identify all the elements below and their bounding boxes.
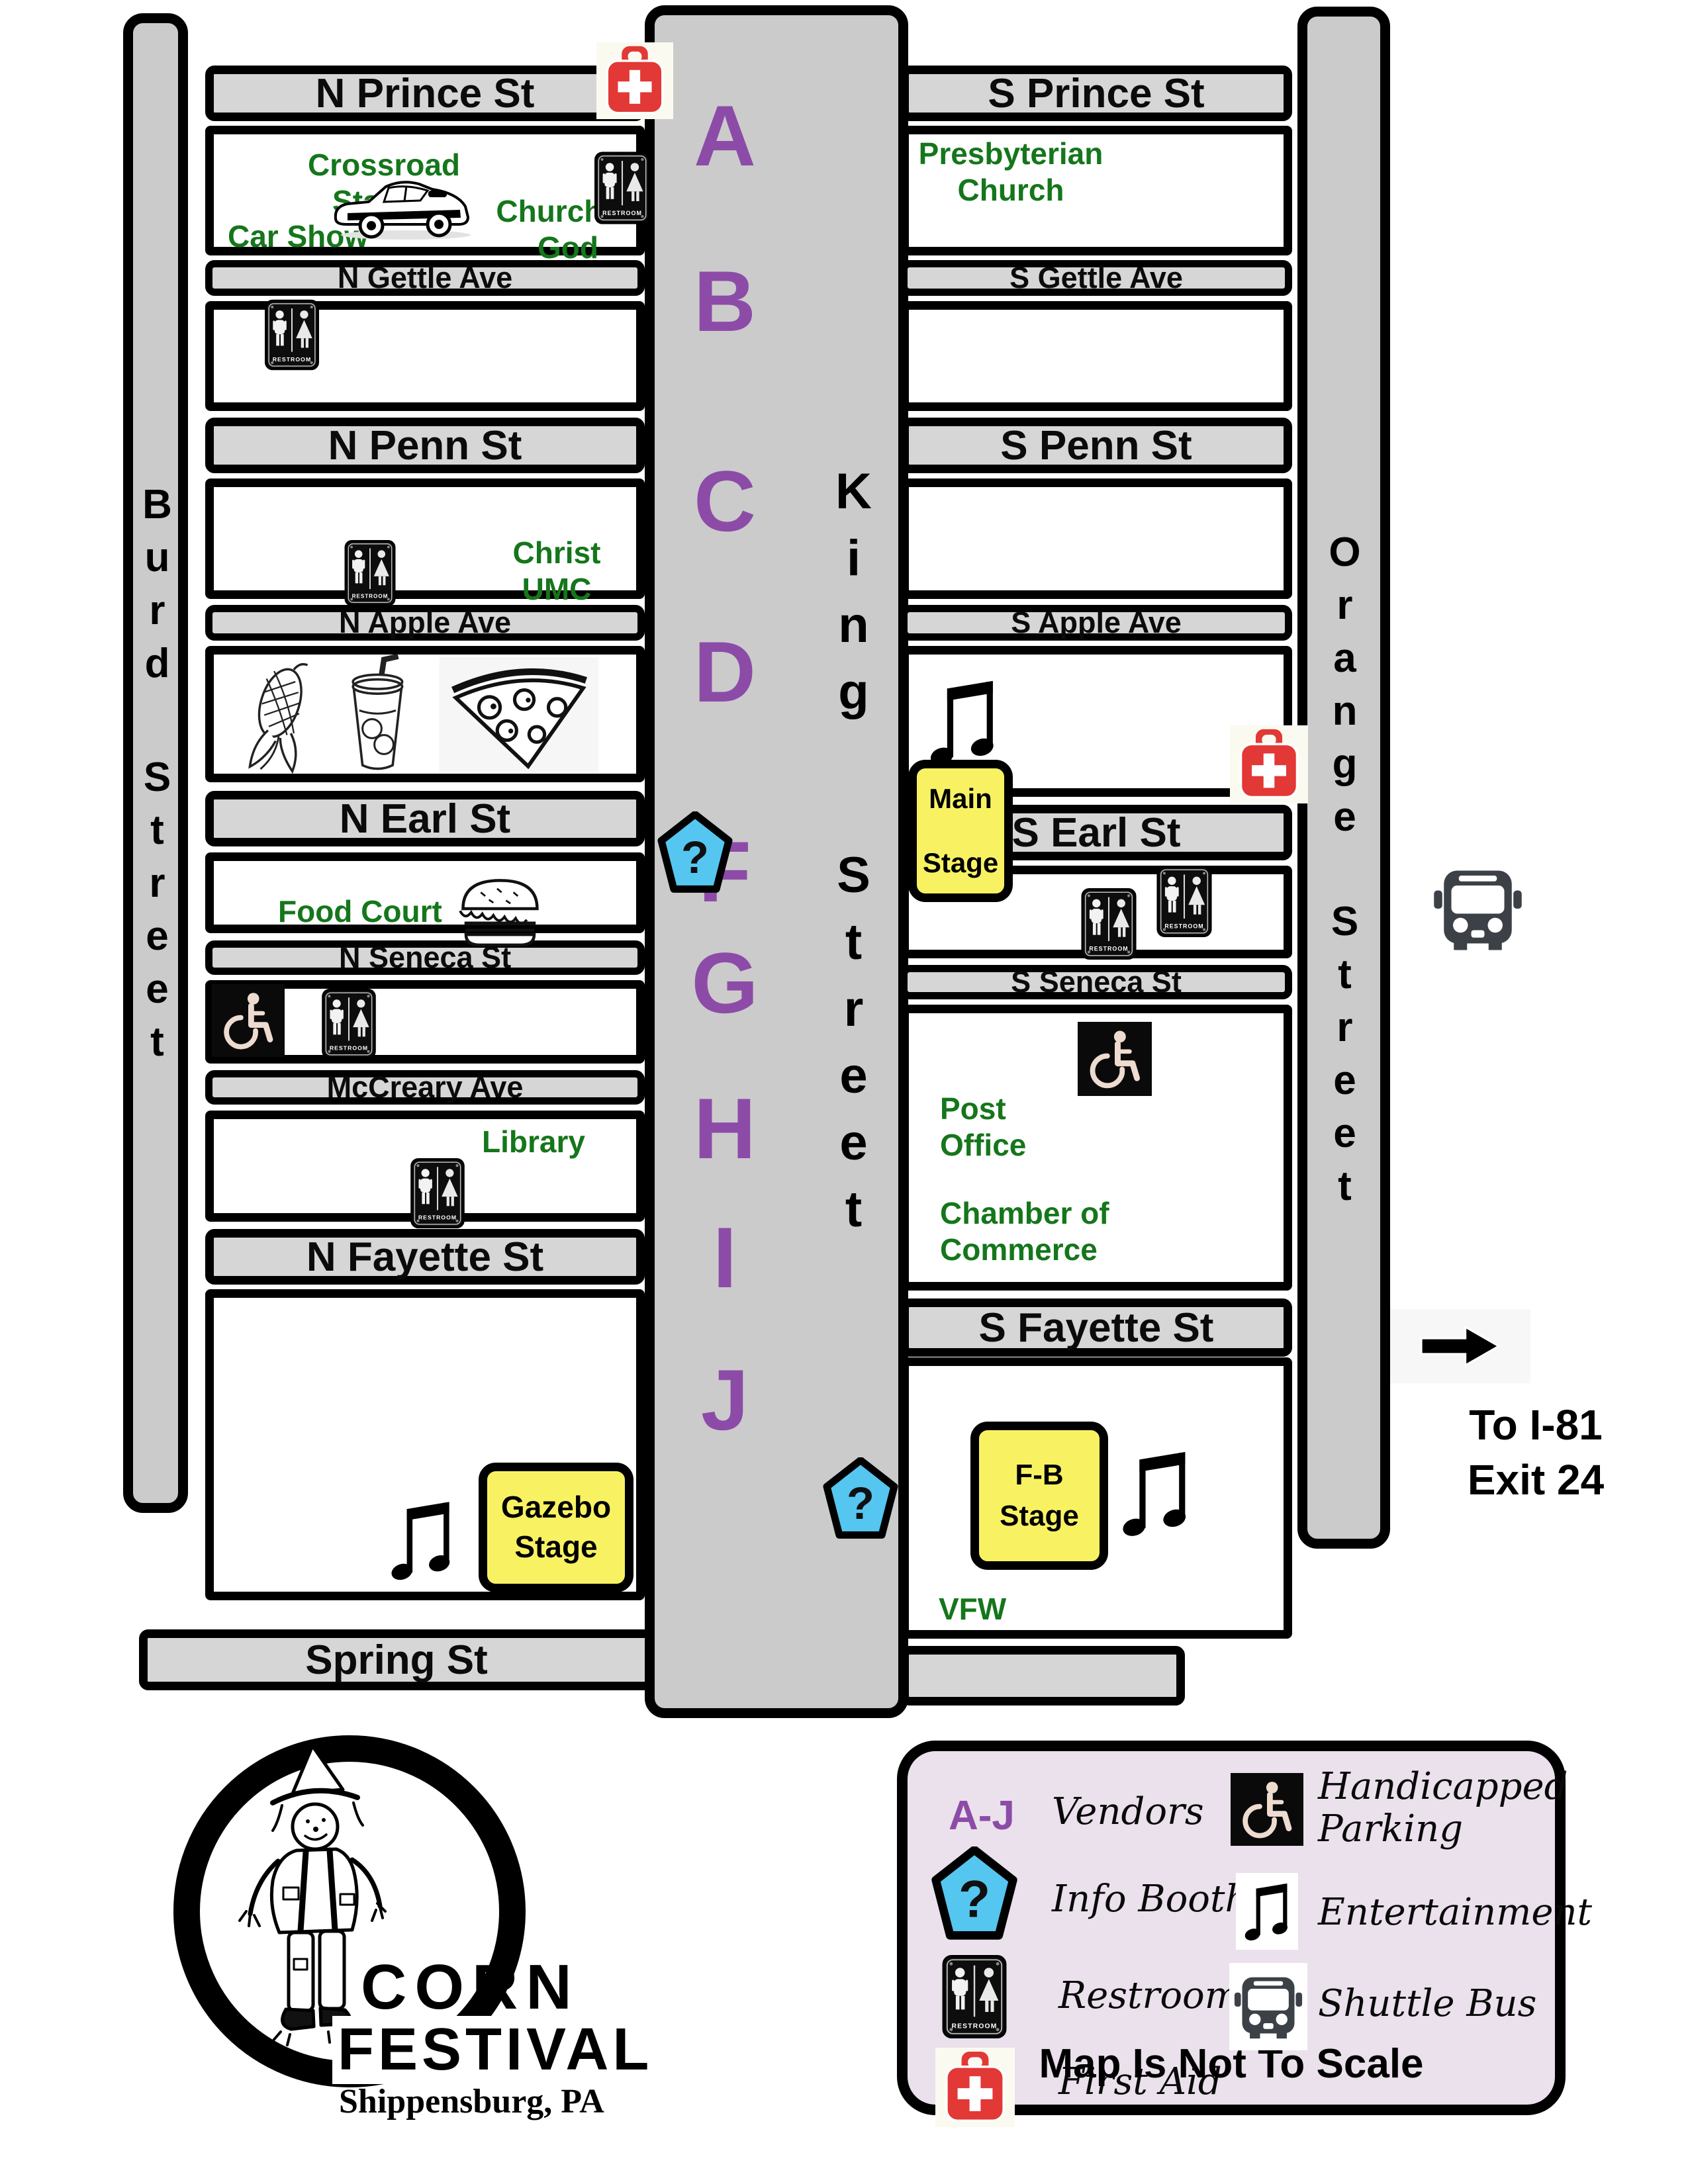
label-car-show: Car Show [228,219,369,253]
street-orange-label-word2: Street [1322,899,1368,1216]
music-note-icon [924,676,1002,768]
street-s-gettle: S Gettle Ave [900,260,1292,296]
handicapped-parking-icon [212,983,285,1058]
street-mccreary: McCreary Ave [205,1070,645,1105]
restroom-icon [1154,866,1214,937]
restroom-icon [1079,888,1139,960]
main-stage: Main Stage [908,760,1013,902]
label-post-office: Post Office [940,1091,1027,1163]
label-food-court: Food Court [278,894,442,929]
vendor-zone-letter-a: A [694,87,756,184]
label-chamber-of-commerce: Chamber of Commerce [940,1196,1109,1267]
legend-restrooms-label: Restrooms [1058,1974,1259,2017]
street-king-label-word2: Street [825,847,882,1248]
block-s-gettle [900,301,1292,411]
legend-info-booth-label: Info Booth [1052,1878,1249,1921]
logo-title: CORN [361,1952,580,2023]
street-burd-label-word1: Burd [134,482,180,694]
street-king-label-word1: King [825,463,882,731]
street-n-gettle: N Gettle Ave [205,260,645,296]
first-aid-icon [935,2048,1015,2127]
shuttle-bus-icon [1430,866,1526,952]
logo-location: Shippensburg, PA [339,2083,604,2120]
legend-entertainment-label: Entertainment [1318,1891,1593,1934]
gazebo-stage: Gazebo Stage [479,1463,633,1592]
pizza-slice-icon [437,657,601,773]
street-s-apple: S Apple Ave [900,605,1292,641]
vendor-zone-letter-d: D [694,623,756,720]
restroom-icon [265,299,319,371]
street-n-earl: N Earl St [205,791,645,846]
music-note-icon [1236,1873,1298,1950]
legend-vendors-label: Vendors [1052,1790,1204,1833]
vendor-zone-letter-g: G [691,934,759,1031]
street-orange-label-word1: Orange [1322,529,1368,847]
info-booth-icon [823,1457,898,1539]
label-presbyterian-church: Presbyterian Church [918,136,1103,208]
drink-icon [344,653,412,773]
handicapped-parking-icon [1231,1760,1303,1858]
vendor-zone-letter-i: I [712,1209,737,1306]
legend-first-aid-label: First Aid [1058,2060,1222,2103]
vendor-zone-letter-c: C [694,453,756,549]
street-n-prince: N Prince St [205,66,645,121]
handicapped-parking-icon [1076,1022,1153,1096]
vendor-zone-letter-j: J [700,1351,749,1448]
restroom-icon [322,989,376,1059]
exit-direction-label: To I-81 Exit 24 [1467,1401,1605,1504]
label-vfw: VFW [939,1592,1007,1626]
hamburger-icon [454,872,547,952]
corn-icon [245,660,318,774]
info-booth-icon [657,811,733,893]
shuttle-bus-icon [1229,1963,1307,2050]
block-christ-umc [205,478,645,599]
street-s-prince: S Prince St [900,66,1292,121]
vendor-zone-letter-h: H [694,1080,756,1177]
restroom-icon [409,1158,466,1228]
first-aid-icon [1230,725,1308,803]
street-s-penn: S Penn St [900,418,1292,473]
fb-stage: F-B Stage [970,1422,1108,1570]
street-stub-southeast [900,1646,1185,1706]
restroom-icon [594,151,650,225]
block-food-court [205,852,645,933]
restroom-icon [941,1955,1008,2038]
exit-arrow-box [1390,1309,1530,1383]
street-burd-label-word2: Street [134,754,180,1072]
street-burd [123,13,188,1513]
legend: A-J Vendors Info Booth Restrooms First A… [897,1741,1592,2115]
block-s-penn [900,478,1292,599]
first-aid-icon [596,42,674,119]
street-orange [1297,7,1390,1549]
logo-title-line2: FESTIVAL [332,2016,659,2084]
vendor-zone-letter-b: B [694,253,756,349]
legend-handicapped-label: Handicapped Parking [1318,1765,1568,1851]
info-booth-icon [931,1846,1017,1940]
label-church-of-god: Church of God [496,194,639,265]
music-note-icon [1117,1444,1194,1542]
street-spring: Spring St [139,1629,654,1690]
label-christ-umc: Christ UMC [512,535,601,607]
street-n-seneca: N Seneca St [205,940,645,975]
label-library: Library [482,1124,585,1159]
restroom-icon [342,540,399,606]
street-s-fayette: S Fayette St [900,1298,1292,1357]
car-show-icon [328,167,480,243]
street-n-fayette: N Fayette St [205,1229,645,1285]
street-s-seneca: S Seneca St [900,965,1292,999]
block-post-office [900,1005,1292,1291]
legend-vendors-range: A-J [949,1793,1015,1839]
music-note-icon [386,1498,457,1582]
arrow-right-icon [1401,1326,1520,1367]
street-n-penn: N Penn St [205,418,645,473]
block-presbyterian [900,126,1292,255]
street-n-apple: N Apple Ave [205,605,645,641]
legend-shuttle-bus-label: Shuttle Bus [1318,1982,1537,2025]
